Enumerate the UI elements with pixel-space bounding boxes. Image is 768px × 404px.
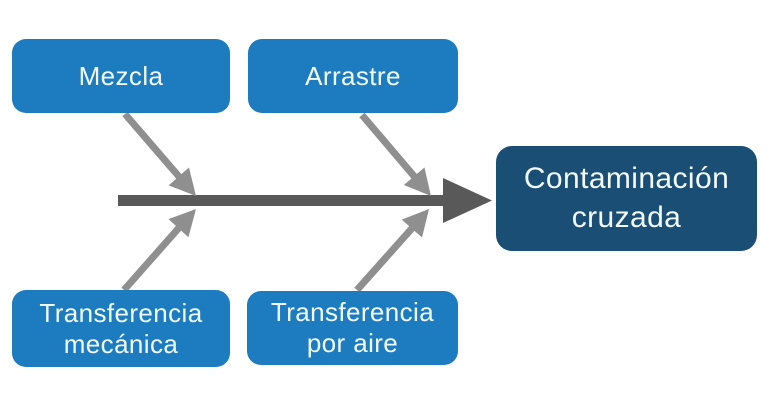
branch-arrow-arrastre bbox=[359, 112, 431, 196]
branch-arrow-transferencia-mecanica-line bbox=[121, 221, 186, 293]
cause-node-transferencia-por-aire: Transferencia por aire bbox=[247, 291, 458, 365]
spine-arrow-head bbox=[443, 178, 492, 223]
branch-arrow-transferencia-por-aire bbox=[354, 209, 429, 293]
cause-node-arrastre: Arrastre bbox=[248, 39, 458, 113]
branch-arrow-transferencia-mecanica bbox=[121, 209, 196, 293]
cause-node-mezcla-label: Mezcla bbox=[78, 60, 164, 91]
spine-arrow bbox=[118, 178, 492, 223]
branch-arrow-arrastre-head bbox=[403, 167, 431, 196]
cause-node-transferencia-mecanica-label-line2: mecánica bbox=[63, 328, 179, 359]
branch-arrow-transferencia-por-aire-line bbox=[354, 221, 419, 293]
branch-arrow-transferencia-mecanica-head bbox=[168, 209, 196, 238]
effect-node-label-line2: cruzada bbox=[571, 200, 682, 234]
cause-node-transferencia-mecanica-label-line1: Transferencia bbox=[39, 297, 203, 328]
cause-node-transferencia-por-aire-label-line1: Transferencia bbox=[270, 297, 435, 328]
effect-node-label-line1: Contaminación bbox=[523, 162, 730, 196]
cause-node-transferencia-por-aire-label-line2: por aire bbox=[306, 328, 399, 358]
cause-node-transferencia-mecanica: Transferencia mecánica bbox=[12, 290, 230, 367]
cause-node-mezcla: Mezcla bbox=[12, 39, 230, 113]
spine-arrow-shaft bbox=[118, 195, 443, 206]
branch-arrow-mezcla-line bbox=[122, 111, 186, 184]
branch-arrow-transferencia-por-aire-head bbox=[401, 209, 429, 238]
branch-arrow-mezcla-head bbox=[168, 167, 196, 196]
cause-node-arrastre-label: Arrastre bbox=[305, 60, 401, 91]
effect-node-contaminacion-cruzada: Contaminación cruzada bbox=[496, 146, 757, 251]
branch-arrow-arrastre-line bbox=[359, 112, 421, 184]
branch-arrow-mezcla bbox=[122, 111, 196, 196]
